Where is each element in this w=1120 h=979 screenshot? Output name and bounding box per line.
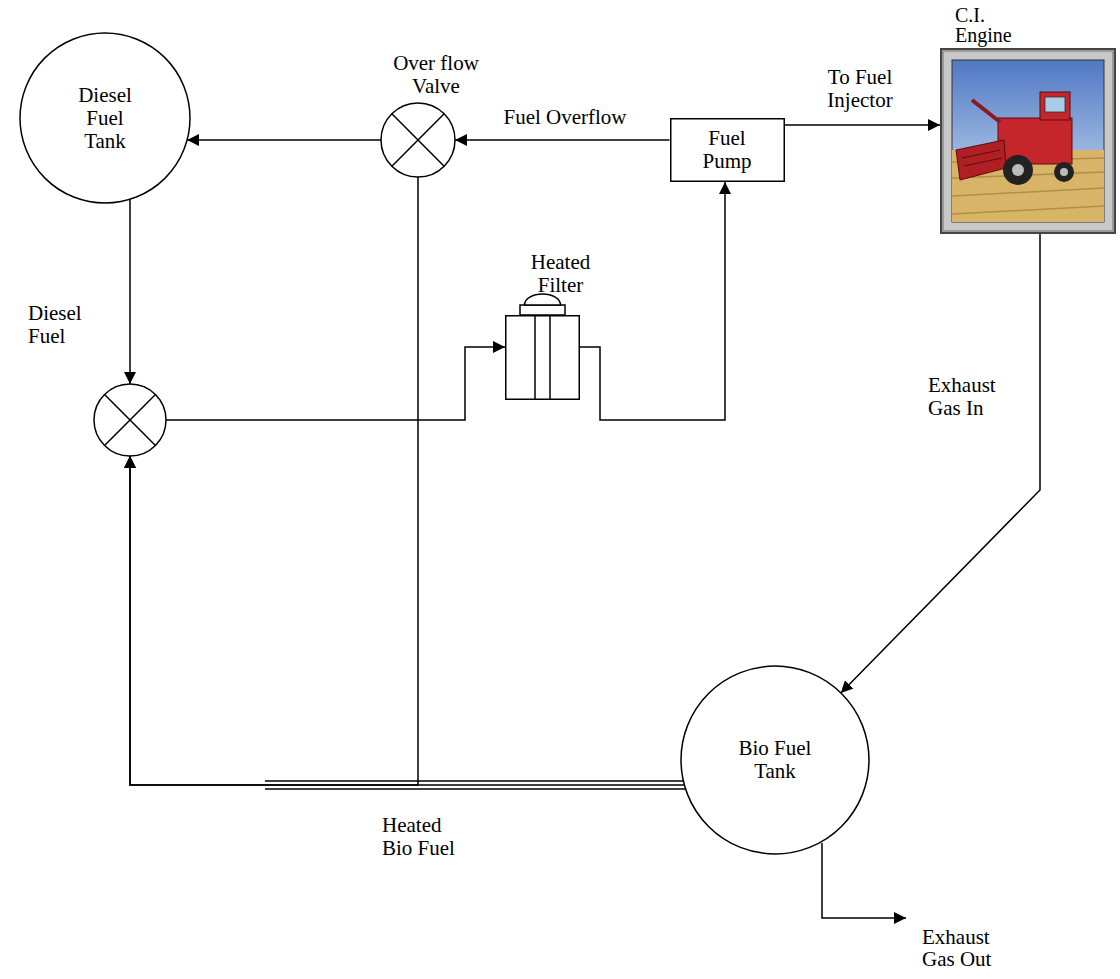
edge-label-box: Fuel Overflow bbox=[470, 106, 660, 129]
combine-harvester-picture bbox=[941, 49, 1115, 233]
circle-outline bbox=[94, 384, 166, 456]
edge-label: Diesel Fuel bbox=[28, 301, 82, 348]
circle-outline bbox=[681, 666, 869, 854]
node-text: Bio Fuel Tank bbox=[725, 737, 825, 783]
node-heading: Heated Filter bbox=[521, 251, 601, 297]
edge-label-box: To Fuel Injector bbox=[800, 66, 920, 112]
node-label: Diesel Fuel Tank bbox=[69, 84, 141, 153]
exhaust-out-leader bbox=[822, 843, 906, 918]
heated-pipe-wall bbox=[265, 780, 690, 782]
filter-body bbox=[506, 316, 580, 400]
node-label: C.I. Engine bbox=[955, 5, 1025, 45]
node-text: Diesel Fuel Tank bbox=[69, 84, 141, 153]
harvester-body bbox=[998, 118, 1072, 164]
valve-cross bbox=[105, 395, 156, 446]
node-label: Fuel Pump bbox=[692, 127, 762, 173]
valve-cross bbox=[392, 114, 444, 166]
picture-frame bbox=[941, 49, 1115, 233]
node-text: Fuel Pump bbox=[692, 127, 762, 173]
edge-label: To Fuel Injector bbox=[827, 65, 892, 112]
node-label: Heated Filter bbox=[521, 251, 601, 297]
process-box: Fuel Pump bbox=[670, 118, 785, 182]
unloading-auger bbox=[972, 100, 1000, 122]
wheel-hub bbox=[1012, 164, 1024, 176]
pipe-connector bbox=[129, 199, 131, 384]
mixing-valve bbox=[93, 383, 167, 457]
edge-label: Fuel Overflow bbox=[503, 105, 626, 129]
heated-pipe-wall bbox=[265, 788, 686, 790]
pipe-connector bbox=[130, 456, 684, 785]
filter-element bbox=[534, 315, 536, 400]
heated-filter-outline bbox=[505, 315, 580, 400]
annotation-box: Exhaust Gas Out bbox=[922, 926, 1012, 970]
pipe-connector bbox=[841, 234, 1040, 693]
cab-window bbox=[1045, 97, 1065, 112]
filter-cap bbox=[520, 305, 565, 315]
edge-label-box: Diesel Fuel bbox=[28, 302, 108, 348]
wheel-hub bbox=[1060, 168, 1068, 176]
node-heading: C.I. Engine bbox=[955, 5, 1025, 45]
pipe-connector bbox=[130, 177, 418, 785]
pipe-connector bbox=[785, 124, 941, 126]
sky bbox=[952, 60, 1104, 222]
heated-filter: Heated Filter bbox=[505, 315, 580, 400]
pipe-connector bbox=[455, 139, 670, 141]
harvester-cab bbox=[1040, 92, 1070, 120]
diesel-tank: Diesel Fuel Tank bbox=[19, 32, 191, 204]
node-label: Over flow Valve bbox=[386, 52, 486, 98]
frame-outline bbox=[941, 49, 1115, 233]
overflow-valve-outline bbox=[380, 102, 456, 178]
edge-label: Heated Bio Fuel bbox=[382, 813, 455, 860]
rear-wheel bbox=[1054, 162, 1074, 182]
pipe-connector bbox=[580, 182, 725, 420]
edge-label: Exhaust Gas In bbox=[928, 373, 996, 420]
mixing-valve-outline bbox=[93, 383, 167, 457]
node-heading: Over flow Valve bbox=[386, 52, 486, 98]
bio-fuel-tank: Bio Fuel Tank bbox=[680, 665, 870, 855]
annotation: Exhaust Gas Out bbox=[922, 925, 991, 971]
filter-element bbox=[549, 315, 551, 400]
header-reel bbox=[962, 150, 1002, 166]
front-wheel bbox=[1003, 155, 1033, 185]
edge-label-box: Heated Bio Fuel bbox=[382, 814, 472, 860]
circle-outline bbox=[20, 33, 190, 203]
engine-box-outline bbox=[940, 48, 1116, 234]
harvester-header bbox=[956, 140, 1006, 180]
pipe-connector bbox=[166, 347, 505, 420]
overflow-valve: Over flow Valve bbox=[380, 102, 456, 178]
node-label: Bio Fuel Tank bbox=[725, 737, 825, 783]
box-outline bbox=[670, 119, 784, 182]
picture-bevel bbox=[944, 52, 1112, 230]
edge-label-box: Exhaust Gas In bbox=[928, 374, 1028, 420]
engine-box: C.I. Engine bbox=[940, 48, 1116, 234]
pipe-connector bbox=[187, 139, 381, 141]
circle-outline bbox=[381, 103, 455, 177]
